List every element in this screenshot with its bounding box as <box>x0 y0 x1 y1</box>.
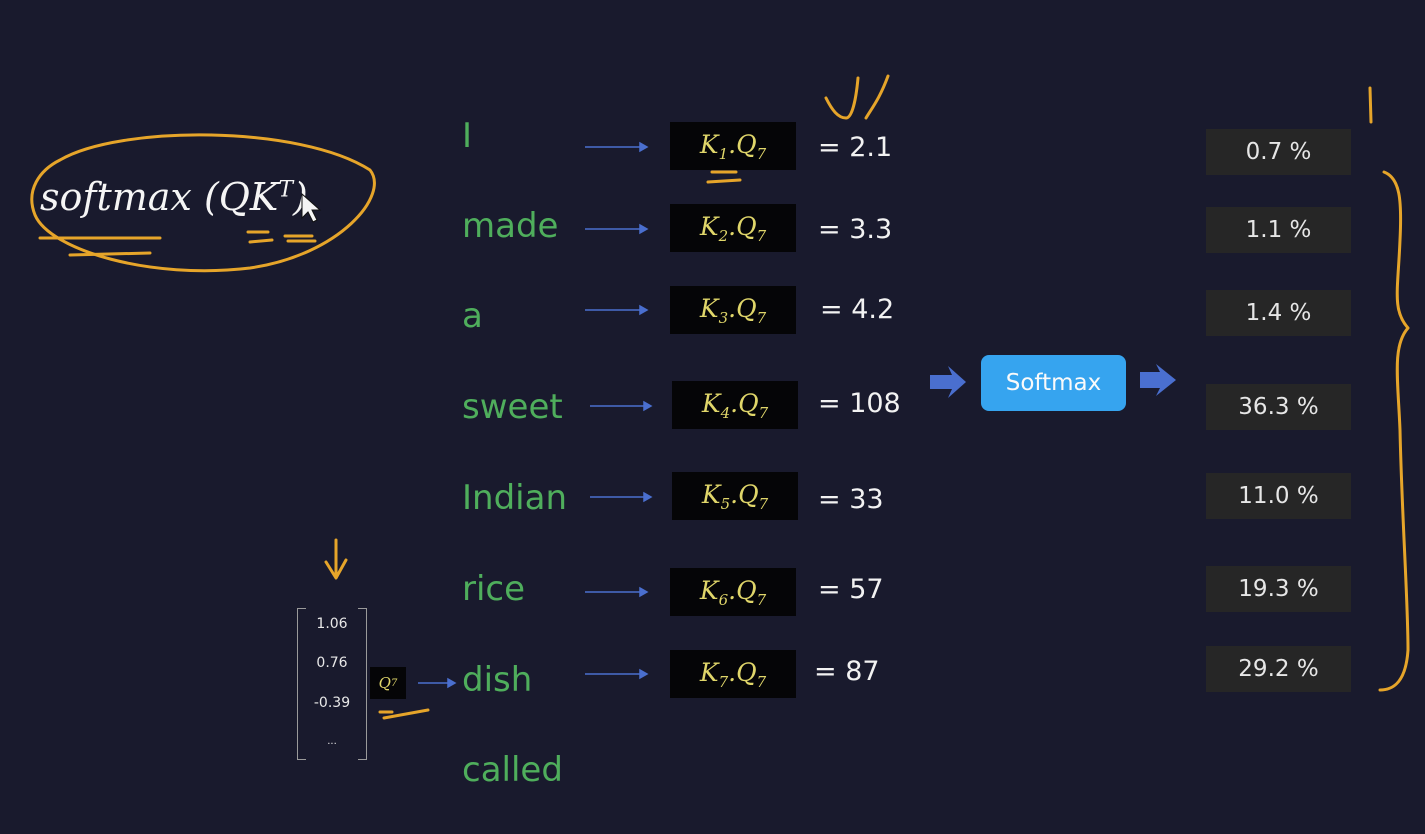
vector-cell: ... <box>327 736 337 747</box>
kq-box: K7.Q7 <box>670 650 796 698</box>
token-word: rice <box>462 569 526 609</box>
right-arrow-icon <box>930 366 966 398</box>
percent-box: 19.3 % <box>1206 566 1351 612</box>
token-word: I <box>462 116 473 156</box>
kq-box: K6.Q7 <box>670 568 796 616</box>
percent-box: 1.1 % <box>1206 207 1351 253</box>
token-word: made <box>462 206 559 246</box>
token-word: dish <box>462 660 533 700</box>
softmax-button[interactable]: Softmax <box>981 355 1126 411</box>
right-arrow-icon <box>1140 364 1176 396</box>
query-vector: 1.06 0.76 -0.39 ... <box>297 608 367 760</box>
token-word: Indian <box>462 478 567 518</box>
score-value: = 3.3 <box>818 214 893 245</box>
kq-box: K2.Q7 <box>670 204 796 252</box>
percent-box: 29.2 % <box>1206 646 1351 692</box>
token-word: a <box>462 296 483 336</box>
kq-box: K1.Q7 <box>670 122 796 170</box>
kq-box: K4.Q7 <box>672 381 798 429</box>
token-word: sweet <box>462 387 563 427</box>
score-value: = 33 <box>818 484 884 515</box>
score-value: = 2.1 <box>818 132 893 163</box>
percent-box: 36.3 % <box>1206 384 1351 430</box>
percent-box: 1.4 % <box>1206 290 1351 336</box>
kq-box: K3.Q7 <box>670 286 796 334</box>
vector-cell: -0.39 <box>313 695 351 711</box>
score-value: = 87 <box>814 656 880 687</box>
percent-box: 0.7 % <box>1206 129 1351 175</box>
vector-cell: 0.76 <box>316 655 348 671</box>
score-value: = 57 <box>818 574 884 605</box>
kq-box: K5.Q7 <box>672 472 798 520</box>
token-word: called <box>462 750 563 790</box>
vector-cell: 1.06 <box>316 616 348 632</box>
score-value: = 4.2 <box>820 294 895 325</box>
score-value: = 108 <box>818 388 901 419</box>
percent-box: 11.0 % <box>1206 473 1351 519</box>
